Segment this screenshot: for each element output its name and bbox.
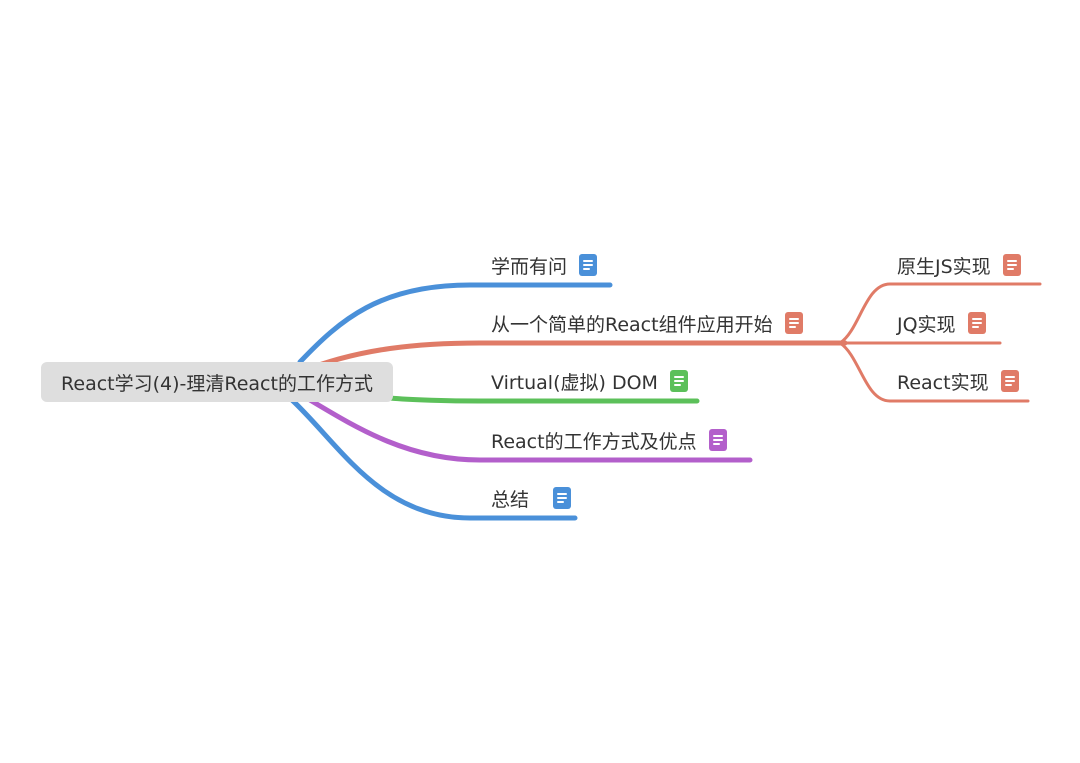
topic-label: 学而有问 (491, 255, 568, 278)
subtopic-label: 原生JS实现 (897, 255, 991, 278)
topic-label: React的工作方式及优点 (491, 430, 697, 453)
connector-sub-3 (838, 341, 1030, 403)
note-icon[interactable] (708, 429, 727, 451)
topic-branch-5[interactable]: 总结 (491, 483, 572, 513)
topic-branch-1[interactable]: 学而有问 (491, 250, 598, 280)
subtopic-label: JQ实现 (897, 313, 956, 336)
root-topic-label: React学习(4)-理清React的工作方式 (61, 372, 373, 395)
root-topic[interactable]: React学习(4)-理清React的工作方式 (41, 362, 393, 402)
note-icon[interactable] (579, 254, 598, 276)
subtopic-1[interactable]: 原生JS实现 (897, 250, 1021, 280)
topic-label: 从一个简单的React组件应用开始 (491, 313, 773, 336)
note-icon[interactable] (784, 312, 803, 334)
connector-branch-4 (307, 397, 753, 463)
connector-sub-1 (838, 282, 1042, 345)
connector-branch-1 (297, 282, 613, 365)
topic-branch-3[interactable]: Virtual(虚拟) DOM (491, 366, 688, 396)
topic-branch-2[interactable]: 从一个简单的React组件应用开始 (491, 308, 803, 338)
subtopic-3[interactable]: React实现 (897, 366, 1019, 396)
note-icon[interactable] (669, 370, 688, 392)
note-icon[interactable] (967, 312, 986, 334)
note-icon[interactable] (1002, 254, 1021, 276)
topic-branch-4[interactable]: React的工作方式及优点 (491, 425, 727, 455)
connector-branch-3 (387, 395, 700, 404)
connector-branch-5 (289, 397, 578, 521)
subtopic-label: React实现 (897, 371, 989, 394)
note-icon[interactable] (553, 487, 572, 509)
subtopic-2[interactable]: JQ实现 (897, 308, 986, 338)
topic-label: Virtual(虚拟) DOM (491, 371, 658, 394)
topic-label: 总结 (491, 488, 530, 511)
note-icon[interactable] (1000, 370, 1019, 392)
